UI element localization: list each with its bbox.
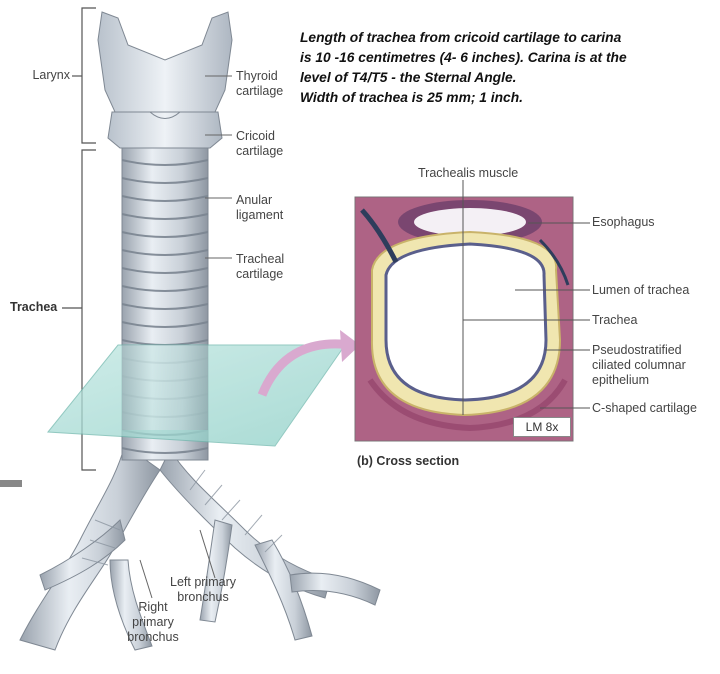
thyroid-cartilage: [97, 11, 233, 113]
label-trachealis-muscle: Trachealis muscle: [418, 166, 519, 180]
trachea-facts-note: Length of trachea from cricoid cartilage…: [300, 28, 710, 108]
label-epithelium-line1: Pseudostratified: [592, 343, 682, 357]
label-epithelium-line2: ciliated columnar: [592, 358, 686, 372]
cross-section-caption: (b) Cross section: [357, 454, 460, 468]
label-c-shaped-cartilage: C-shaped cartilage: [592, 401, 697, 415]
note-line-3: level of T4/T5 - the Sternal Angle.: [300, 70, 517, 85]
trachea-bracket: [62, 149, 96, 471]
label-right-bronchus-line3: bronchus: [127, 630, 179, 644]
label-epithelium: Pseudostratified ciliated columnar epith…: [592, 343, 686, 388]
label-tracheal-line1: Tracheal: [236, 252, 285, 266]
label-thyroid-line2: cartilage: [236, 84, 284, 98]
label-trachea: Trachea: [10, 300, 58, 314]
larynx-bracket: [72, 7, 96, 144]
label-left-primary-bronchus: Left primary bronchus: [170, 575, 236, 605]
magnification-badge: LM 8x: [513, 417, 571, 437]
label-thyroid-line1: Thyroid: [236, 69, 278, 83]
label-tracheal-line2: cartilage: [236, 267, 284, 281]
label-anular-ligament: Anular ligament: [236, 193, 283, 223]
label-cricoid-line1: Cricoid: [236, 129, 275, 143]
label-esophagus: Esophagus: [592, 215, 655, 229]
label-right-bronchus-line1: Right: [138, 600, 168, 614]
cricoid-cartilage: [107, 111, 223, 149]
label-left-bronchus-line1: Left primary: [170, 575, 236, 589]
label-larynx: Larynx: [32, 68, 70, 82]
cross-section-panel: [354, 196, 574, 442]
label-right-bronchus-line2: primary: [132, 615, 174, 629]
pointer-arrow: [257, 339, 353, 397]
label-thyroid-cartilage: Thyroid cartilage: [236, 69, 283, 99]
label-anular-line2: ligament: [236, 208, 284, 222]
label-lumen-of-trachea: Lumen of trachea: [592, 283, 690, 297]
label-cs-trachea: Trachea: [592, 313, 638, 327]
label-anular-line1: Anular: [236, 193, 273, 207]
label-left-bronchus-line2: bronchus: [177, 590, 229, 604]
note-line-1: Length of trachea from cricoid cartilage…: [300, 30, 622, 45]
note-line-2: is 10 -16 centimetres (4- 6 inches). Car…: [300, 50, 627, 65]
label-tracheal-cartilage: Tracheal cartilage: [236, 252, 284, 282]
note-line-4: Width of trachea is 25 mm; 1 inch.: [300, 90, 523, 105]
bronchial-tree: [19, 444, 381, 651]
label-cricoid-line2: cartilage: [236, 144, 284, 158]
label-epithelium-line3: epithelium: [592, 373, 649, 387]
label-cricoid-cartilage: Cricoid cartilage: [236, 129, 283, 159]
label-right-primary-bronchus: Right primary bronchus: [118, 600, 188, 645]
